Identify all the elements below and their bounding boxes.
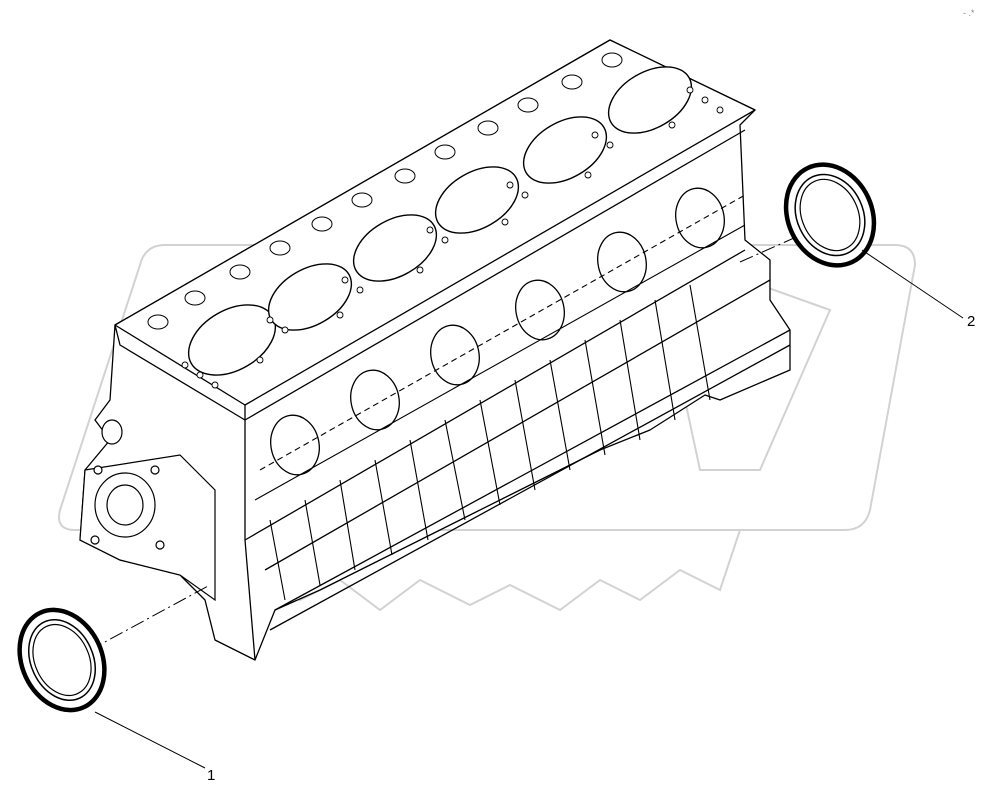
seal-ring-rear [783,162,877,268]
leader-lines [94,249,964,769]
callout-label-1: 1 [207,767,215,784]
front-flange [79,419,216,602]
corner-mark: - .* [963,8,975,18]
coolant-holes [181,86,724,389]
cylinder-bores [187,66,693,376]
callout-label-2: 2 [967,313,975,330]
head-bolt-holes [147,52,623,330]
leader-line-1 [94,711,206,769]
leader-line-2 [861,249,964,319]
cam-bores [270,187,725,476]
block-ribs [254,194,746,601]
seal-ring-front [17,607,107,713]
